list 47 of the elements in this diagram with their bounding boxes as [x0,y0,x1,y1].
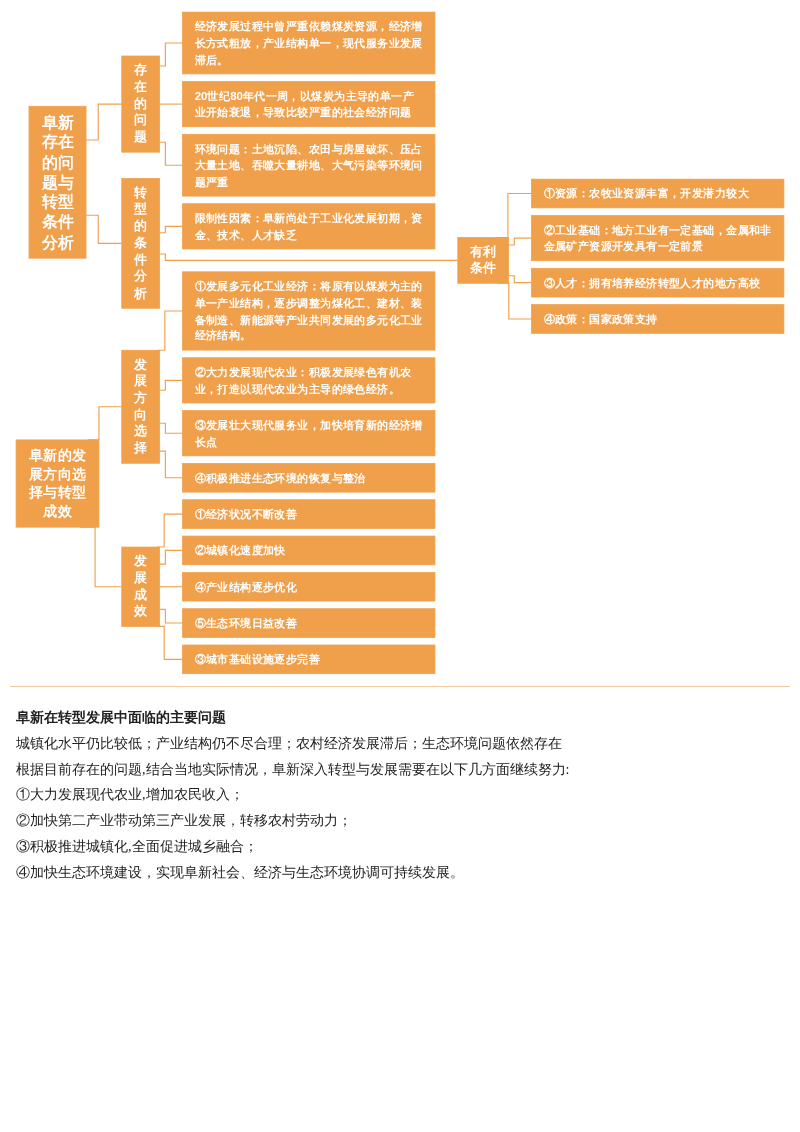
node-box: 经济发展过程中曾严重依赖煤炭资源，经济增长方式粗放，产业结构单一，现代服务业发展滞后。 [182,11,436,75]
node-box: ③人才：拥有培养经济转型人才的地方高校 [531,267,785,298]
note-text: ①大力发展现代农业,增加农民收入； [16,786,245,805]
node-box: 环境问题：土地沉陷、农田与房屋破坏、压占大量土地、吞噬大量耕地、大气污染等环境问题严重 [182,133,436,197]
node-box: 限制性因素：阜新尚处于工业化发展初期，资金、技术、人才缺乏 [182,203,436,250]
connector [159,450,184,479]
node-box: ②城镇化速度加快 [182,535,436,566]
node-box: 20世纪80年代一周，以煤炭为主导的单一产业开始衰退，导致比较严重的社会经济问题 [182,81,436,128]
node-box: ④积极推进生态环境的恢复与整治 [182,463,436,493]
node-box: ③城市基础设施逐步完善 [182,644,436,675]
connector [508,275,532,284]
node-box: 发展成效 [121,546,161,627]
note-text: 根据目前存在的问题,结合当地实际情况，阜新深入转型与发展需要在以下几方面继续努力: [16,760,571,779]
node-box: 有利条件 [457,237,509,284]
connector [508,237,532,246]
connector [159,379,184,391]
connector [159,422,184,434]
node-box: ①资源：农牧业资源丰富，开发潜力较大 [531,178,785,209]
connector [159,42,184,67]
node-box: ②工业基础：地方工业有一定基础，金属和非金属矿产资源开发具有一定前景 [531,215,785,262]
note-text: ④加快生态环境建设，实现阜新社会、经济与生态环境协调可持续发展。 [16,864,465,883]
node-box: ④政策：国家政策支持 [531,304,785,334]
connector [159,608,184,624]
connector [159,103,184,105]
connector [159,549,184,565]
section-heading: 阜新在转型发展中面临的主要问题 [16,707,227,727]
connector [85,103,123,141]
node-box: ①经济状况不断改善 [182,499,436,529]
connector [159,586,184,588]
connector [85,214,123,244]
node-box: 阜新存在的问题与转型条件分析 [28,105,87,259]
note-text: ③积极推进城镇化,全面促进城乡融合； [16,838,259,857]
connector [159,141,184,166]
connector [159,225,184,234]
node-box: ③发展壮大现代服务业，加快培育新的经济增长点 [182,410,436,457]
node-box: 存在的问题 [121,55,161,153]
node-box: 转型的条件分析 [121,178,161,309]
node-box: ①发展多元化工业经济：将原有以煤炭为主的单一产业结构，逐步调整为煤化工、建材、装备制造、新能源等产业共同发展的多元化工业经济结构。 [182,271,436,351]
node-box: ②大力发展现代农业：积极发展绿色有机农业，打造以现代农业为主导的绿色经济。 [182,357,436,404]
node-box: ⑤生态环境日益改善 [182,608,436,638]
node-box: 发展方向选择 [121,349,161,464]
connector [159,253,459,261]
node-box: 阜新的发展方向选择与转型成效 [15,439,100,528]
note-text: ②加快第二产业带动第三产业发展，转移农村劳动力； [16,812,353,831]
note-text: 城镇化水平仍比较低；产业结构仍不尽合理；农村经济发展滞后；生态环境问题依然存在 [16,734,563,753]
connector [158,310,184,351]
node-box: ④产业结构逐步优化 [182,572,436,602]
